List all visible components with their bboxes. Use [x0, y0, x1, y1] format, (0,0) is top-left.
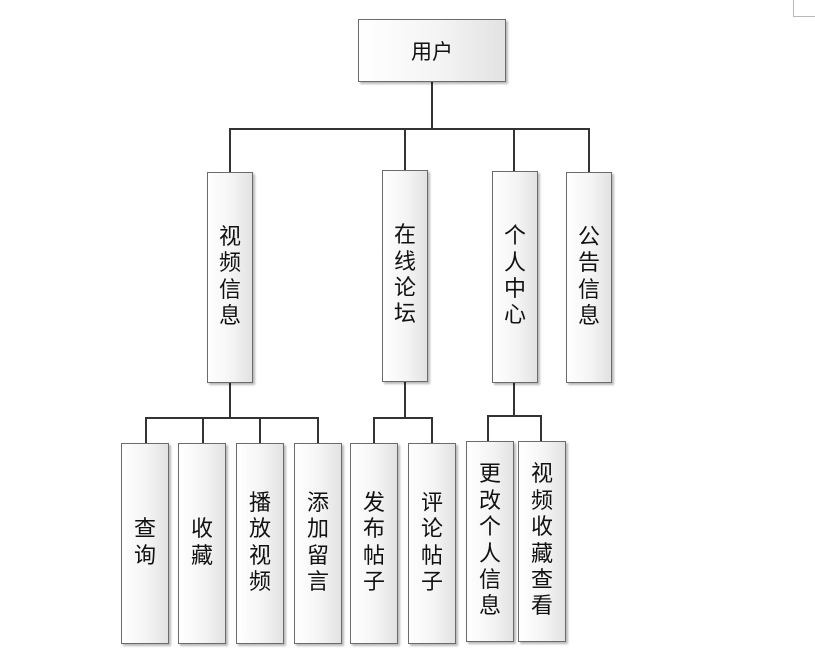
leaf-label: 播放视频 [248, 490, 271, 595]
root-node-label: 用户 [411, 39, 453, 64]
leaf-node-comment-post: 评论帖子 [408, 443, 456, 644]
category-label: 视频信息 [218, 224, 241, 329]
leaf-label: 添加留言 [306, 490, 329, 595]
category-label: 公告信息 [577, 224, 600, 329]
leaf-label: 更改个人信息 [478, 462, 501, 620]
category-node-announcement: 公告信息 [566, 172, 612, 383]
leaf-node-query: 查询 [121, 443, 169, 644]
leaf-node-edit-personal-info: 更改个人信息 [466, 441, 514, 642]
category-label: 个人中心 [503, 224, 526, 329]
category-label: 在线论坛 [393, 223, 416, 328]
leaf-label: 评论帖子 [420, 490, 443, 595]
leaf-label: 收藏 [190, 517, 213, 569]
category-node-personal-center: 个人中心 [492, 171, 538, 383]
category-node-online-forum: 在线论坛 [382, 170, 428, 382]
leaf-label: 视频收藏查看 [530, 462, 553, 620]
category-node-video-info: 视频信息 [207, 172, 253, 383]
leaf-node-play-video: 播放视频 [236, 443, 284, 644]
leaf-node-add-message: 添加留言 [294, 443, 342, 644]
leaf-node-publish-post: 发布帖子 [350, 443, 398, 644]
leaf-label: 发布帖子 [362, 490, 385, 595]
leaf-label: 查询 [133, 517, 156, 569]
leaf-node-view-video-favorites: 视频收藏查看 [518, 441, 566, 642]
root-node: 用户 [358, 19, 506, 82]
corner-mark [793, 0, 815, 17]
leaf-node-favorite: 收藏 [178, 443, 226, 644]
